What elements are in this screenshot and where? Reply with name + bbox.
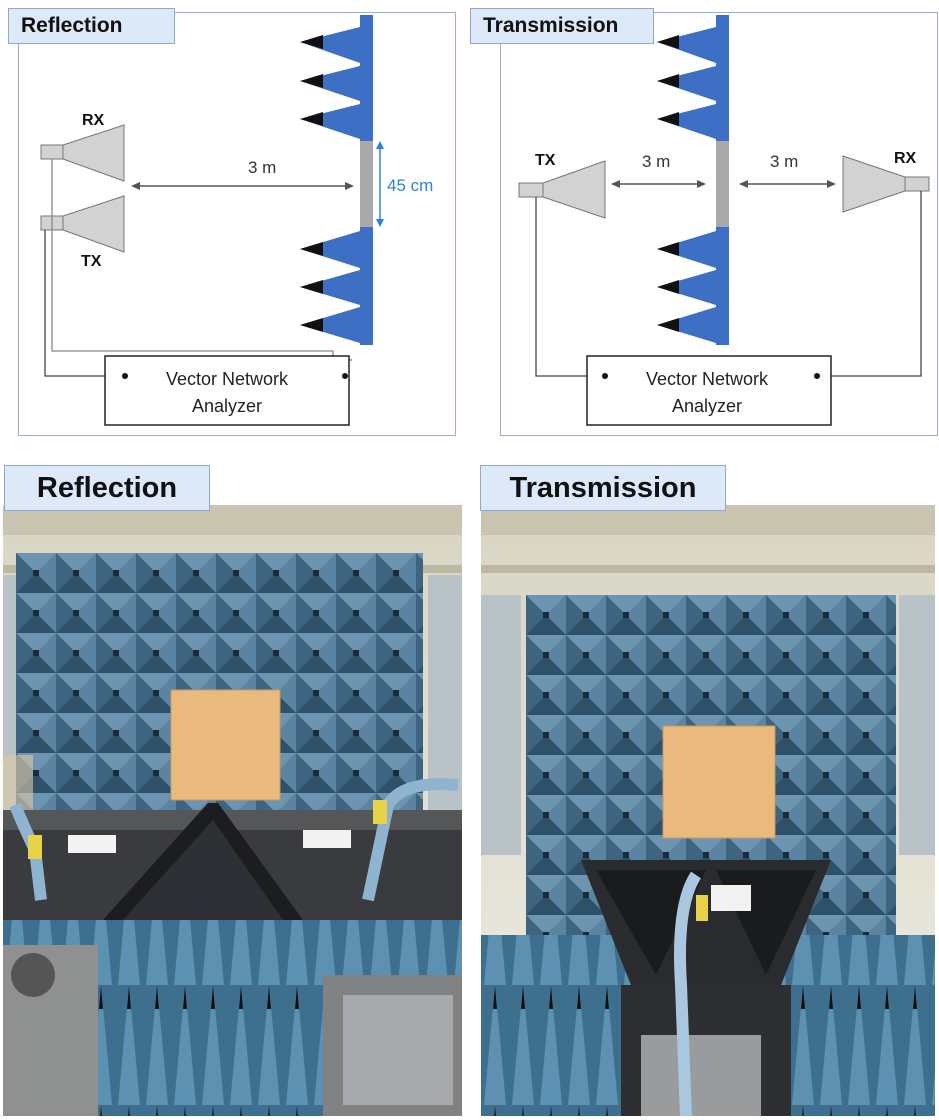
reflection-photo-title: Reflection: [4, 465, 210, 511]
sample-panel: [360, 141, 373, 227]
distance-right-label: 3 m: [770, 152, 798, 171]
vna-label-line1: Vector Network: [166, 369, 289, 389]
distance-left-label: 3 m: [642, 152, 670, 171]
reflection-diagram-title: Reflection: [8, 8, 175, 44]
tx-horn: [40, 195, 125, 253]
rx-label: RX: [894, 150, 917, 167]
vna-label-line2: Analyzer: [672, 396, 742, 416]
absorber-wall-top: [300, 15, 373, 141]
tx-label: TX: [81, 253, 102, 270]
transmission-photo: [481, 505, 935, 1116]
transmission-diagram-title: Transmission: [470, 8, 654, 44]
reflection-diagram-panel: 45 cm RX TX 3 m Vector Network Analyzer: [18, 12, 456, 436]
transmission-diagram-panel: TX RX 3 m 3 m Vector Network Analyzer: [500, 12, 938, 436]
tx-cable: [362, 778, 459, 902]
sample-panel: [170, 689, 281, 801]
vna-label-line2: Analyzer: [192, 396, 262, 416]
rx-horn: [40, 124, 125, 182]
vna-box: [586, 355, 832, 426]
rx-cable: [817, 191, 922, 377]
distance-label: 3 m: [248, 158, 276, 177]
rx-horn: [842, 155, 930, 213]
tx-cable: [44, 230, 125, 377]
cable: [674, 871, 702, 1116]
vna-label-line1: Vector Network: [646, 369, 769, 389]
absorber-wall-top: [657, 15, 729, 141]
sample-size-label: 45 cm: [387, 176, 433, 195]
tx-label: TX: [535, 152, 556, 169]
rx-label: RX: [82, 112, 105, 129]
vna-box: [104, 355, 350, 426]
vna-port-right: [814, 373, 820, 379]
vna-port-right: [342, 373, 348, 379]
transmission-photo-title: Transmission: [480, 465, 726, 511]
absorber-wall-bottom: [657, 227, 729, 345]
tx-horn: [518, 160, 606, 219]
vna-port-left: [602, 373, 608, 379]
reflection-photo: [3, 505, 462, 1116]
reflection-diagram: 45 cm RX TX 3 m Vector Network Analyzer: [40, 15, 433, 426]
vna-port-left: [122, 373, 128, 379]
sample-panel: [662, 725, 776, 839]
transmission-diagram: TX RX 3 m 3 m Vector Network Analyzer: [518, 15, 930, 426]
tx-cable: [535, 197, 605, 377]
sample-panel: [716, 141, 729, 227]
absorber-wall-bottom: [300, 227, 373, 345]
